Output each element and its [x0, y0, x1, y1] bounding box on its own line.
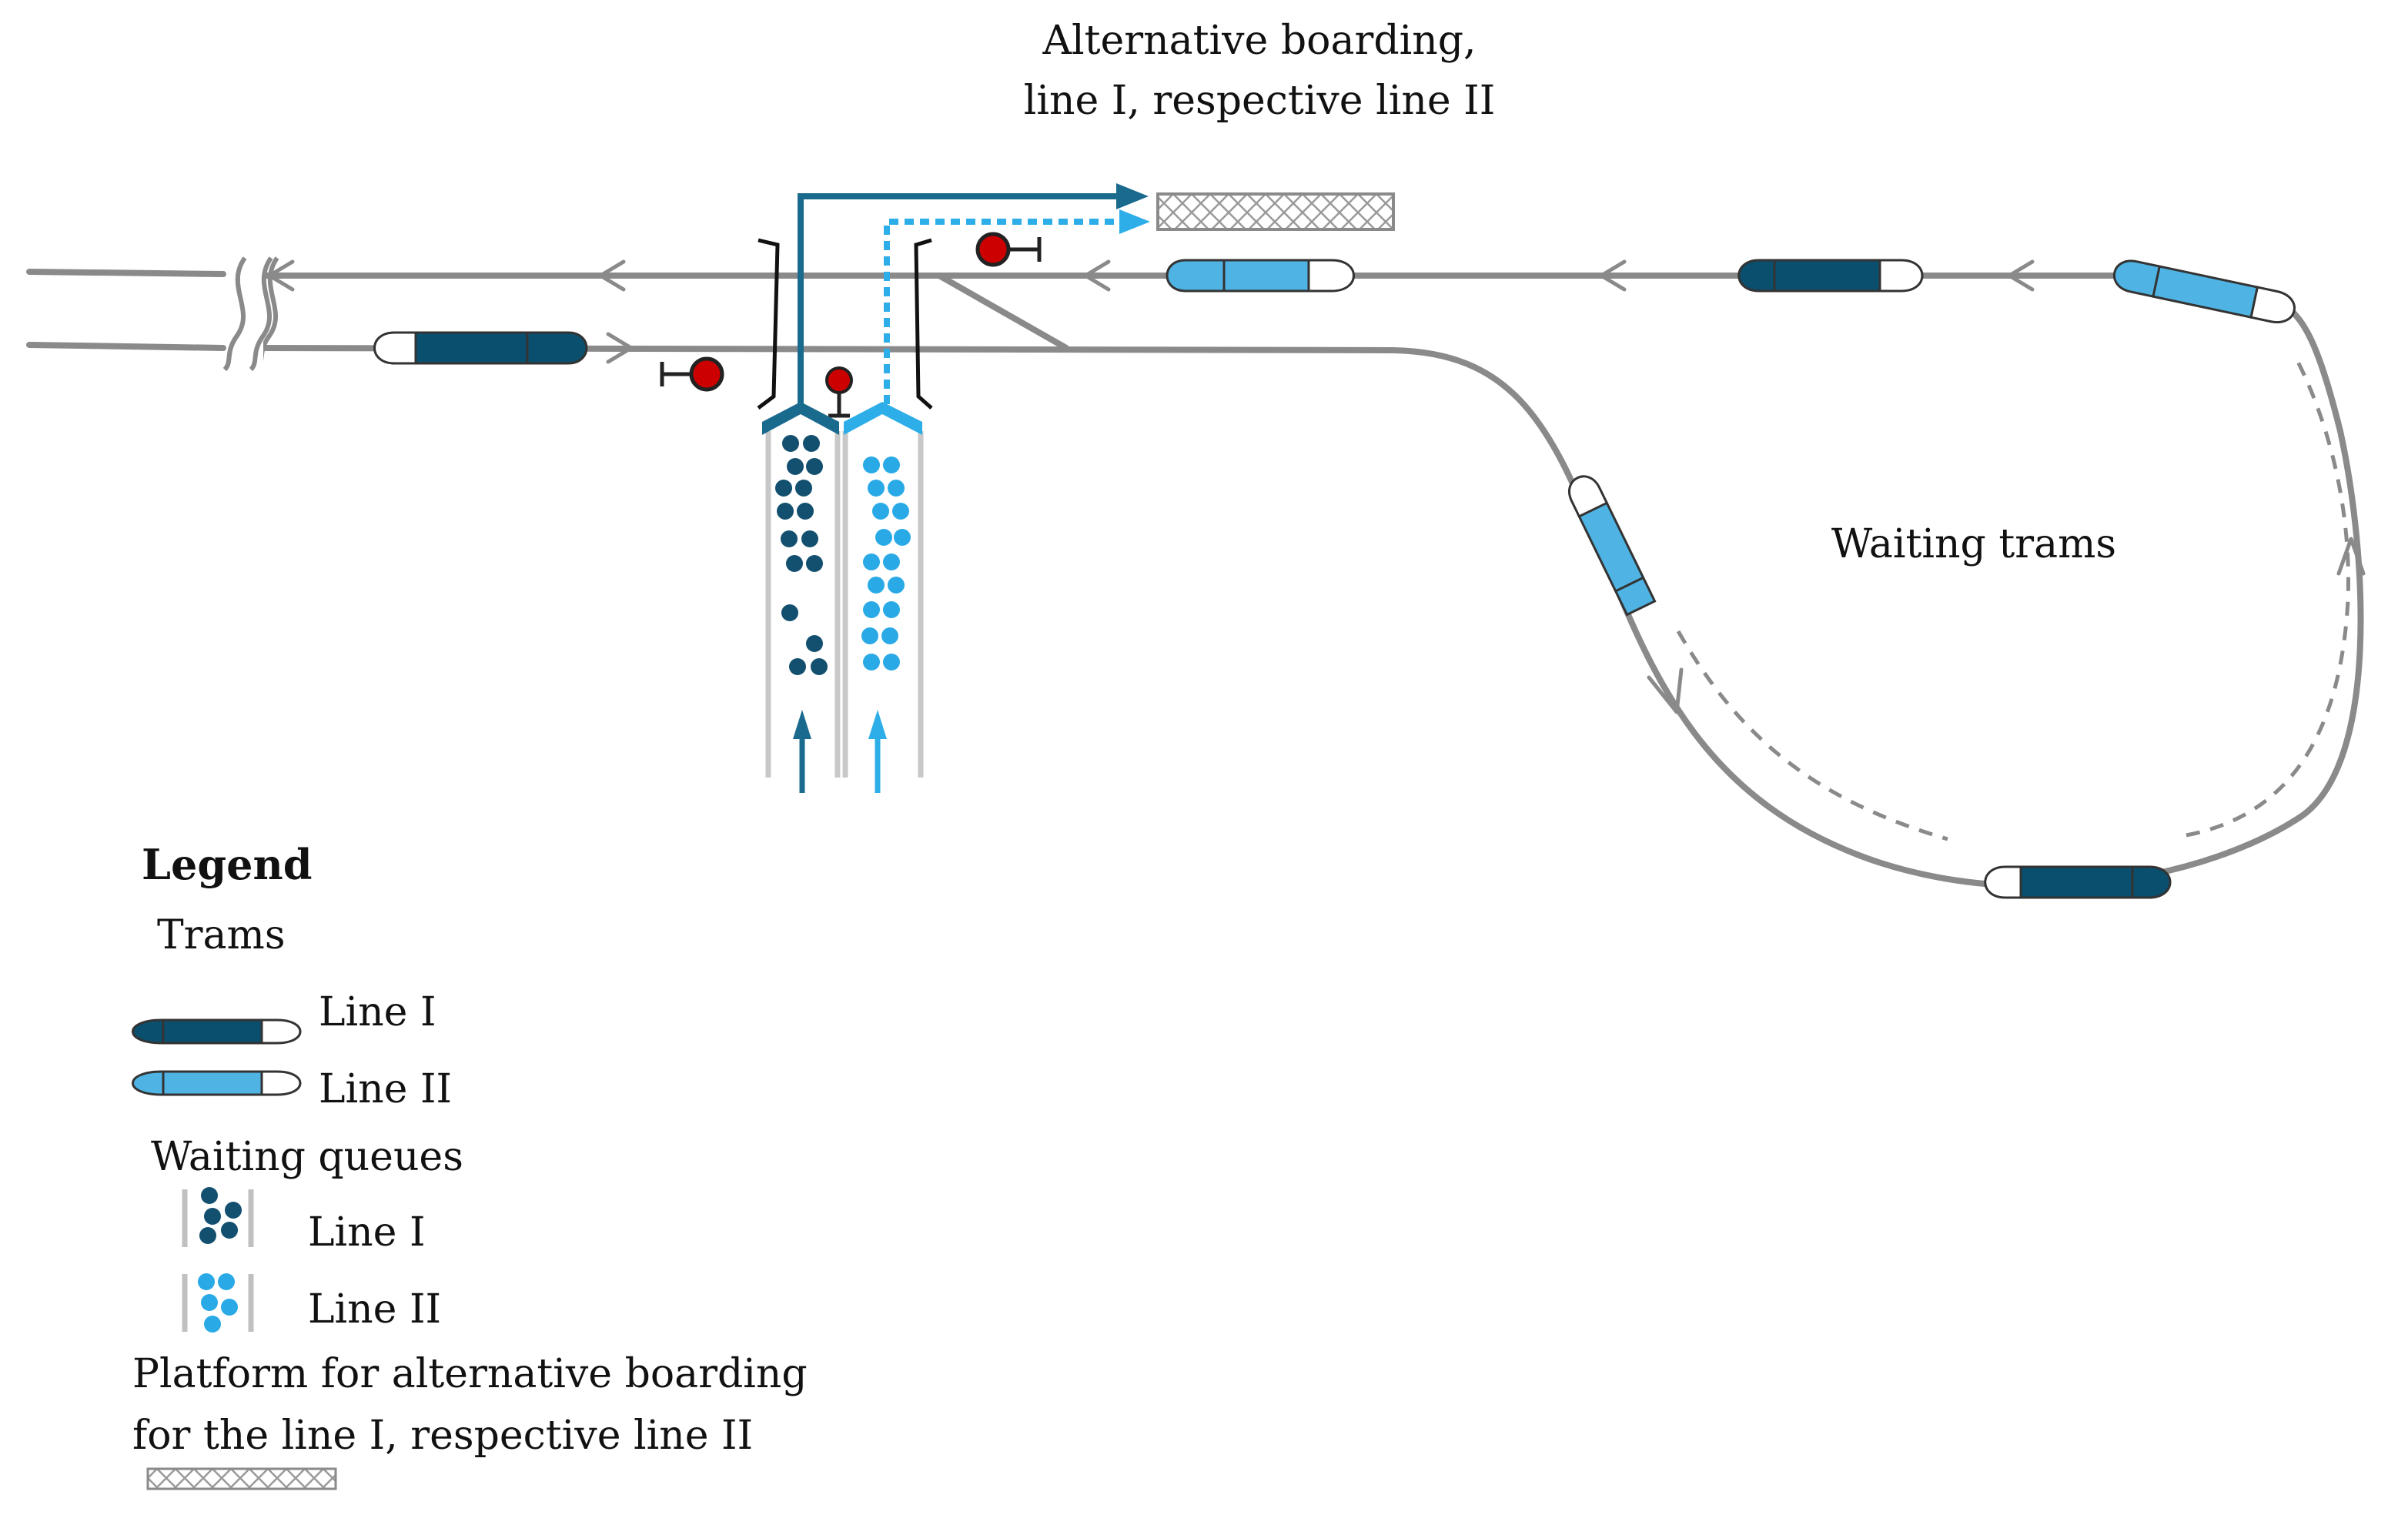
loop-dashed-guides — [1676, 360, 2350, 841]
loop-track — [1390, 273, 2364, 890]
signals — [660, 232, 1042, 418]
lower-track-left — [26, 342, 226, 351]
legend-trams-heading: Trams — [157, 912, 286, 958]
signal-platform — [825, 366, 853, 418]
tram-line1-departing — [373, 331, 588, 365]
crossover — [936, 273, 1069, 351]
queue-dots-line2 — [861, 457, 911, 671]
alt-boarding-platform — [1156, 192, 1395, 231]
alt-boarding-title-line2: line I, respective line II — [1024, 78, 1496, 124]
tram-line1-waiting-top — [1737, 259, 1924, 293]
legend-platform-swatch — [146, 1467, 337, 1490]
legend-queue-line1-label: Line I — [308, 1209, 426, 1256]
track-direction-arrows — [267, 259, 2366, 714]
alt-boarding-path-line2 — [884, 209, 1150, 404]
legend-tram-line1-swatch — [132, 1018, 302, 1045]
alt-boarding-path-line1 — [798, 183, 1149, 404]
legend-title: Legend — [142, 840, 312, 889]
platform-brackets — [757, 238, 933, 410]
legend-queue-line2-label: Line II — [308, 1286, 441, 1333]
legend-platform-label-line2: for the line I, respective line II — [132, 1413, 753, 1459]
queue-dots-line1 — [775, 435, 828, 675]
tracks — [26, 269, 2364, 890]
legend-tram-line1-label: Line I — [319, 989, 436, 1035]
tram-line1-waiting-bottom — [1984, 865, 2172, 899]
platform-line2 — [842, 402, 924, 793]
legend-queue-line2-swatch — [182, 1273, 254, 1333]
waiting-trams-label: Waiting trams — [1831, 521, 2116, 567]
legend-tram-line2-swatch — [132, 1070, 302, 1096]
legend-tram-line2-label: Line II — [319, 1066, 452, 1112]
legend-queue-line1-swatch — [182, 1187, 254, 1247]
track-break-symbol — [222, 254, 279, 373]
signal-lower-left — [660, 356, 724, 392]
alt-boarding-title-line1: Alternative boarding, — [1042, 18, 1476, 64]
tram-line2-waiting-slope — [1568, 475, 1657, 617]
tram-line2-at-platform — [1166, 259, 1355, 293]
platform-line1 — [762, 402, 841, 793]
legend: Legend Trams Line I Line II Waiting queu… — [132, 840, 808, 1490]
legend-queues-heading: Waiting queues — [151, 1134, 463, 1180]
tram-line2-waiting-right — [2112, 259, 2296, 324]
legend-platform-label-line1: Platform for alternative boarding — [132, 1351, 808, 1397]
signal-upper — [975, 232, 1042, 267]
upper-track-left — [26, 269, 226, 277]
